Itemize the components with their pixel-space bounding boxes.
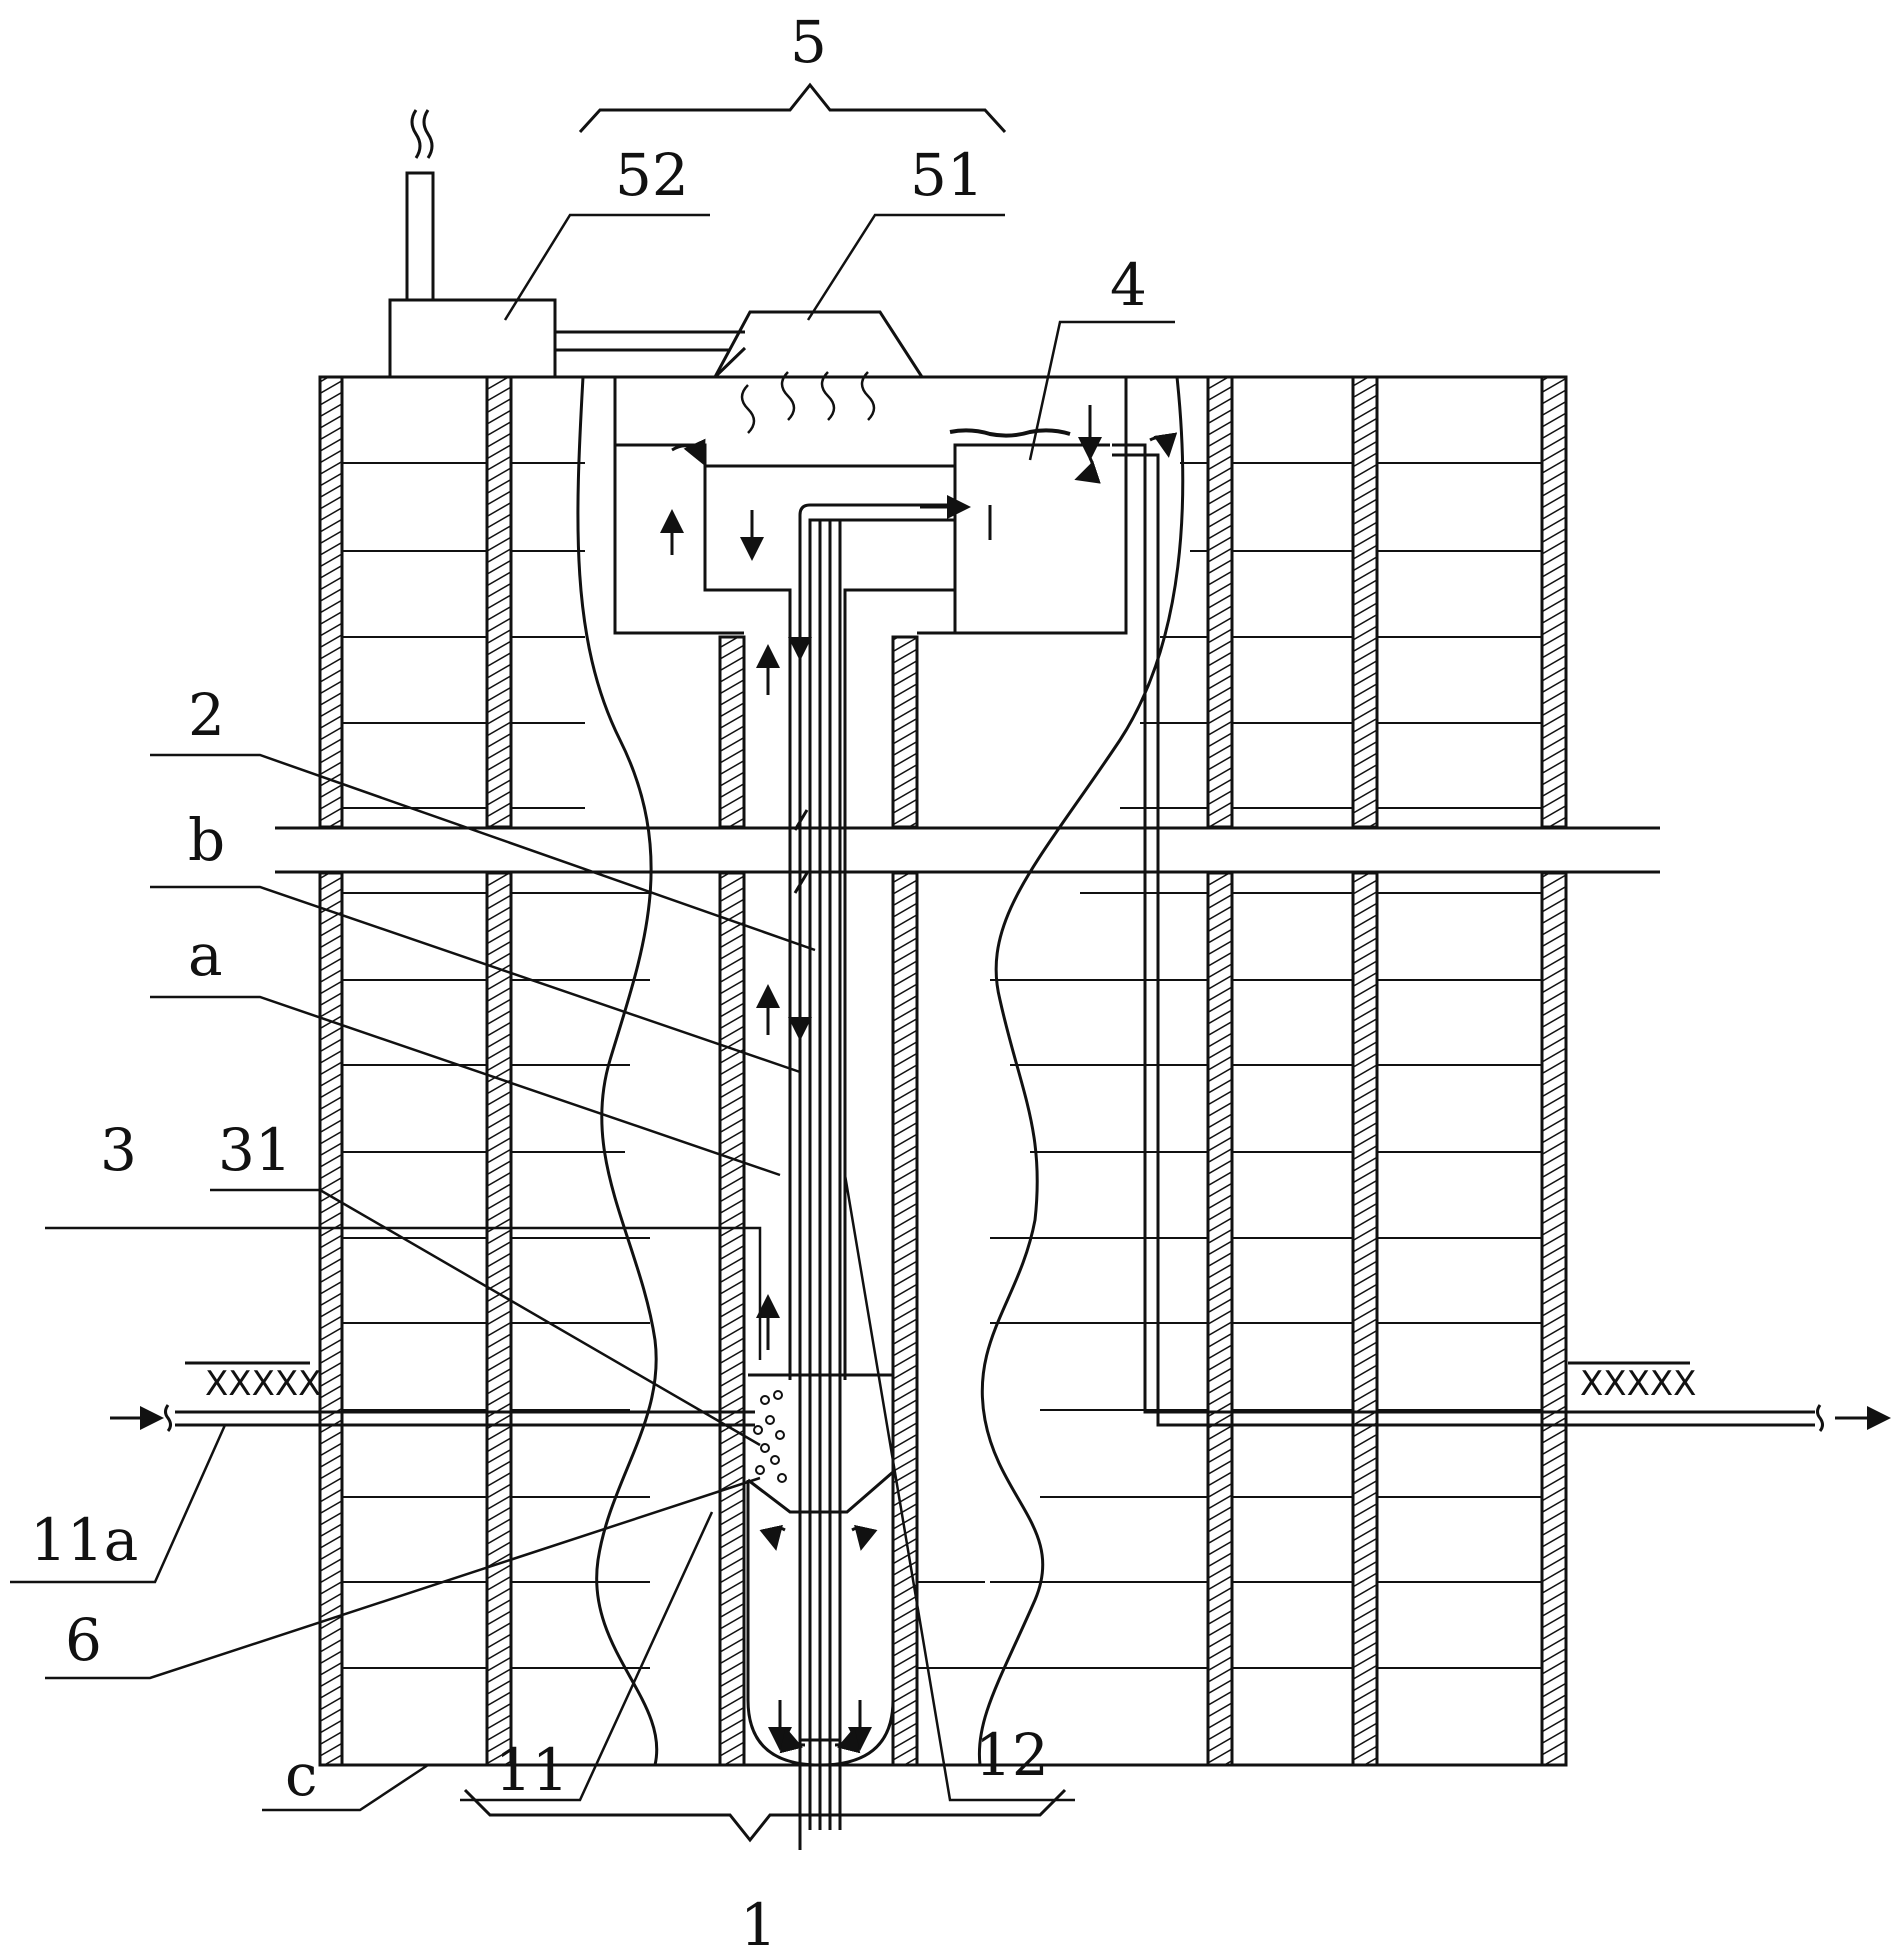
label-51: 51 [910,141,984,209]
label-12: 12 [975,1721,1049,1789]
excavation-boundary [576,376,1185,1766]
label-11a: 11a [30,1506,138,1574]
label-6: 6 [65,1606,102,1674]
label-4: 4 [1110,251,1147,319]
cover-51 [713,310,924,379]
ground-surface-left: XXXXX [185,1361,321,1404]
break-marks [793,809,809,894]
discharge-pipe [1112,443,1891,1432]
vapor-lines [740,371,876,434]
ground-surface-right: XXXXX [1568,1361,1696,1404]
label-1: 1 [740,1891,777,1959]
label-11: 11 [495,1736,569,1804]
svg-text:XXXXX: XXXXX [205,1364,321,1404]
label-b: b [188,806,225,874]
label-52: 52 [615,141,689,209]
treatment-chamber [613,377,1128,1380]
label-a: a [188,921,223,989]
aeration-bubbles-31 [753,1390,787,1483]
label-5: 5 [790,8,827,76]
brace-top-5 [578,82,1007,134]
leader-lines [10,213,1175,1812]
svg-text:XXXXX: XXXXX [1580,1364,1696,1404]
hatched-walls [318,375,1568,1767]
unit-52 [388,109,745,379]
label-31: 31 [218,1116,292,1184]
label-3: 3 [100,1116,137,1184]
layer-b [275,826,1660,874]
brace-bottom-1 [463,1788,1067,1843]
flow-arrows [660,430,1178,1754]
label-c: c [285,1741,317,1809]
device-4 [949,405,1092,540]
central-tubes [798,503,955,1850]
label-2: 2 [188,681,225,749]
inlet-pipe-11a [110,1404,755,1432]
reactor-11 [746,1373,895,1767]
